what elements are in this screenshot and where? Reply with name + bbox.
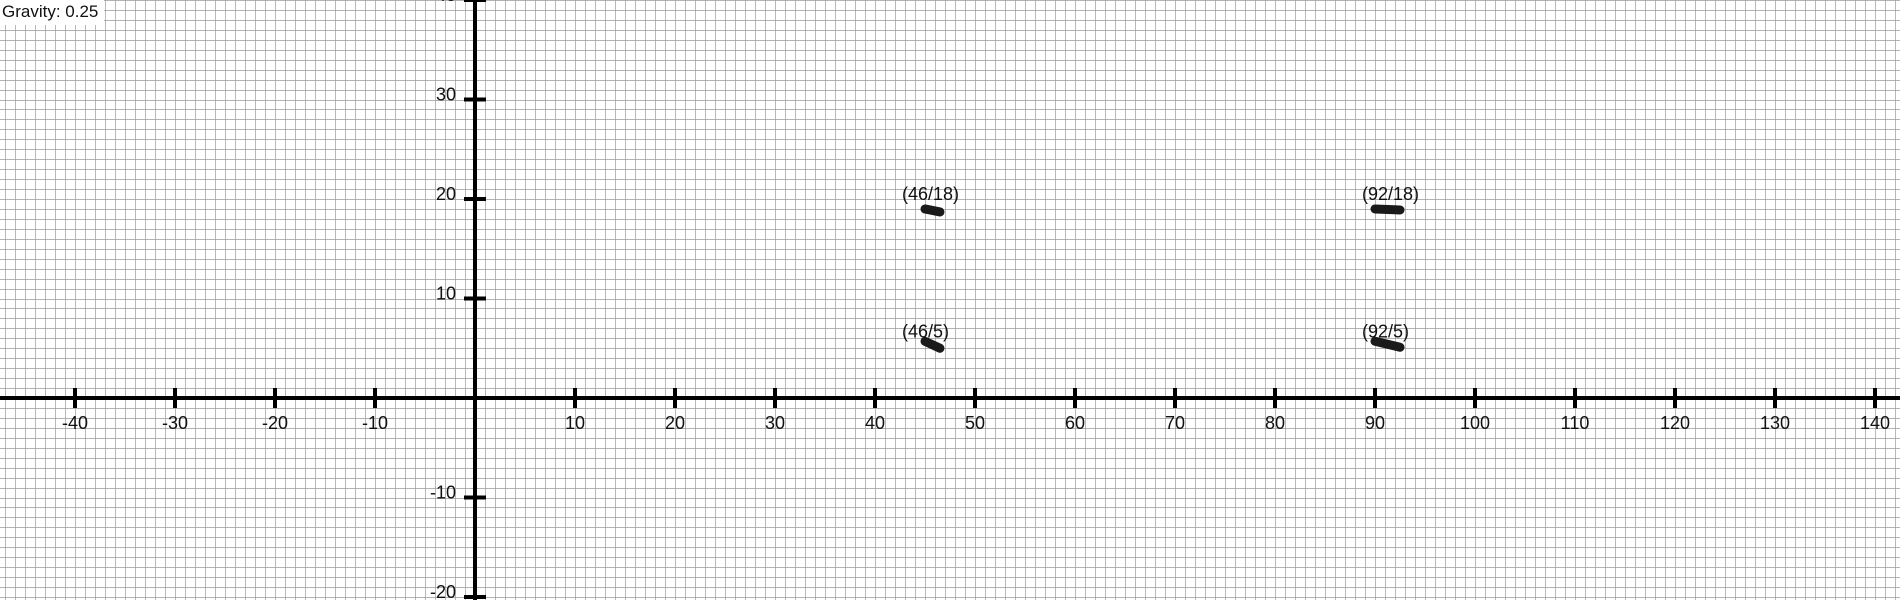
stick[interactable] — [920, 204, 945, 217]
x-tick-label: 40 — [865, 413, 885, 433]
y-tick-label: -10 — [430, 483, 456, 503]
x-tick-label: 100 — [1460, 413, 1490, 433]
x-tick-label: 60 — [1065, 413, 1085, 433]
y-tick-label: 10 — [436, 284, 456, 304]
x-tick-label: 130 — [1760, 413, 1790, 433]
x-tick-label: 70 — [1165, 413, 1185, 433]
stick-coordinate-label: (92/18) — [1362, 184, 1419, 204]
stick[interactable] — [1370, 204, 1405, 215]
x-tick-label: 50 — [965, 413, 985, 433]
y-tick-label: -20 — [430, 582, 456, 600]
x-tick-label: 20 — [665, 413, 685, 433]
stick[interactable] — [920, 336, 945, 353]
x-tick-label: 90 — [1365, 413, 1385, 433]
stick[interactable] — [1370, 336, 1405, 352]
x-tick-label: 140 — [1860, 413, 1890, 433]
y-tick-label: 20 — [436, 184, 456, 204]
stick-coordinate-label: (46/5) — [902, 321, 949, 341]
stick-coordinate-label: (92/5) — [1362, 321, 1409, 341]
x-tick-label: 110 — [1561, 413, 1590, 433]
gravity-readout: Gravity: 0.25 — [0, 0, 105, 25]
gravity-label: Gravity: 0.25 — [2, 2, 99, 21]
y-tick-label: 30 — [436, 85, 456, 105]
x-tick-label: -40 — [62, 413, 88, 433]
axis-ticks: -40 -30 -20 -10 10 20 30 40 50 60 70 80 90 100 110 120 1… — [62, 0, 1890, 600]
x-tick-label: 80 — [1265, 413, 1285, 433]
sticks: (46/18) (92/18) (46/5) (92/5) — [902, 184, 1419, 353]
x-tick-label: -30 — [162, 413, 188, 433]
x-tick-label: 30 — [765, 413, 785, 433]
x-tick-label: 120 — [1660, 413, 1690, 433]
x-tick-label: -20 — [262, 413, 288, 433]
stick-coordinate-label: (46/18) — [902, 184, 959, 204]
y-tick-label: 40 — [436, 0, 456, 5]
x-tick-label: -10 — [362, 413, 388, 433]
x-tick-label: 10 — [565, 413, 585, 433]
